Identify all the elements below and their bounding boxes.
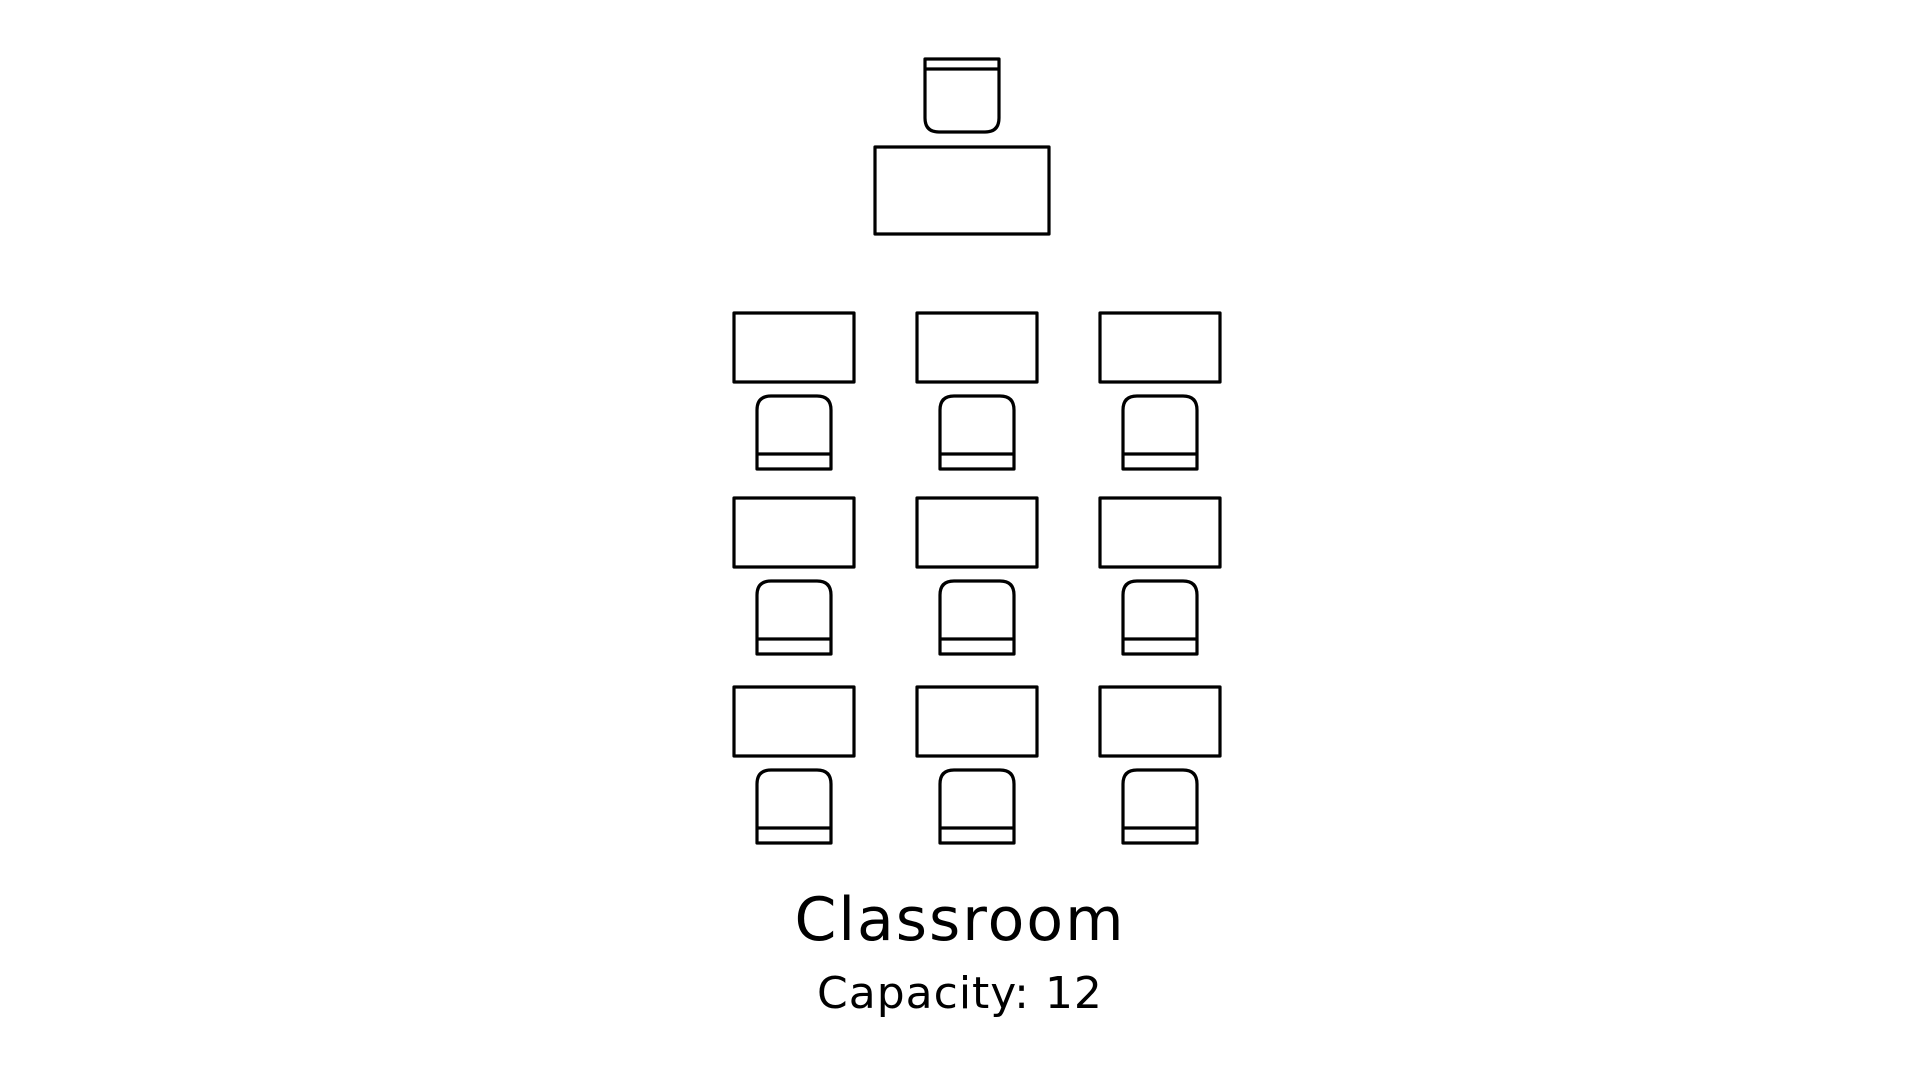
teacher-desk xyxy=(873,145,1051,236)
student-chair xyxy=(755,394,833,471)
student-chair xyxy=(755,768,833,845)
student-chair xyxy=(1121,394,1199,471)
student-desk xyxy=(732,496,856,569)
student-desk xyxy=(732,685,856,758)
student-chair xyxy=(1121,579,1199,656)
student-desk xyxy=(1098,685,1222,758)
student-desk xyxy=(915,311,1039,384)
student-desk xyxy=(1098,496,1222,569)
student-desk xyxy=(915,496,1039,569)
student-chair xyxy=(755,579,833,656)
student-chair xyxy=(1121,768,1199,845)
student-desk xyxy=(1098,311,1222,384)
student-chair xyxy=(938,579,1016,656)
student-desk xyxy=(732,311,856,384)
layout-title: Classroom xyxy=(794,885,1126,955)
capacity-label: Capacity: 12 xyxy=(817,968,1103,1019)
student-chair xyxy=(938,768,1016,845)
student-desk xyxy=(915,685,1039,758)
student-chair xyxy=(938,394,1016,471)
teacher-chair xyxy=(923,57,1001,134)
